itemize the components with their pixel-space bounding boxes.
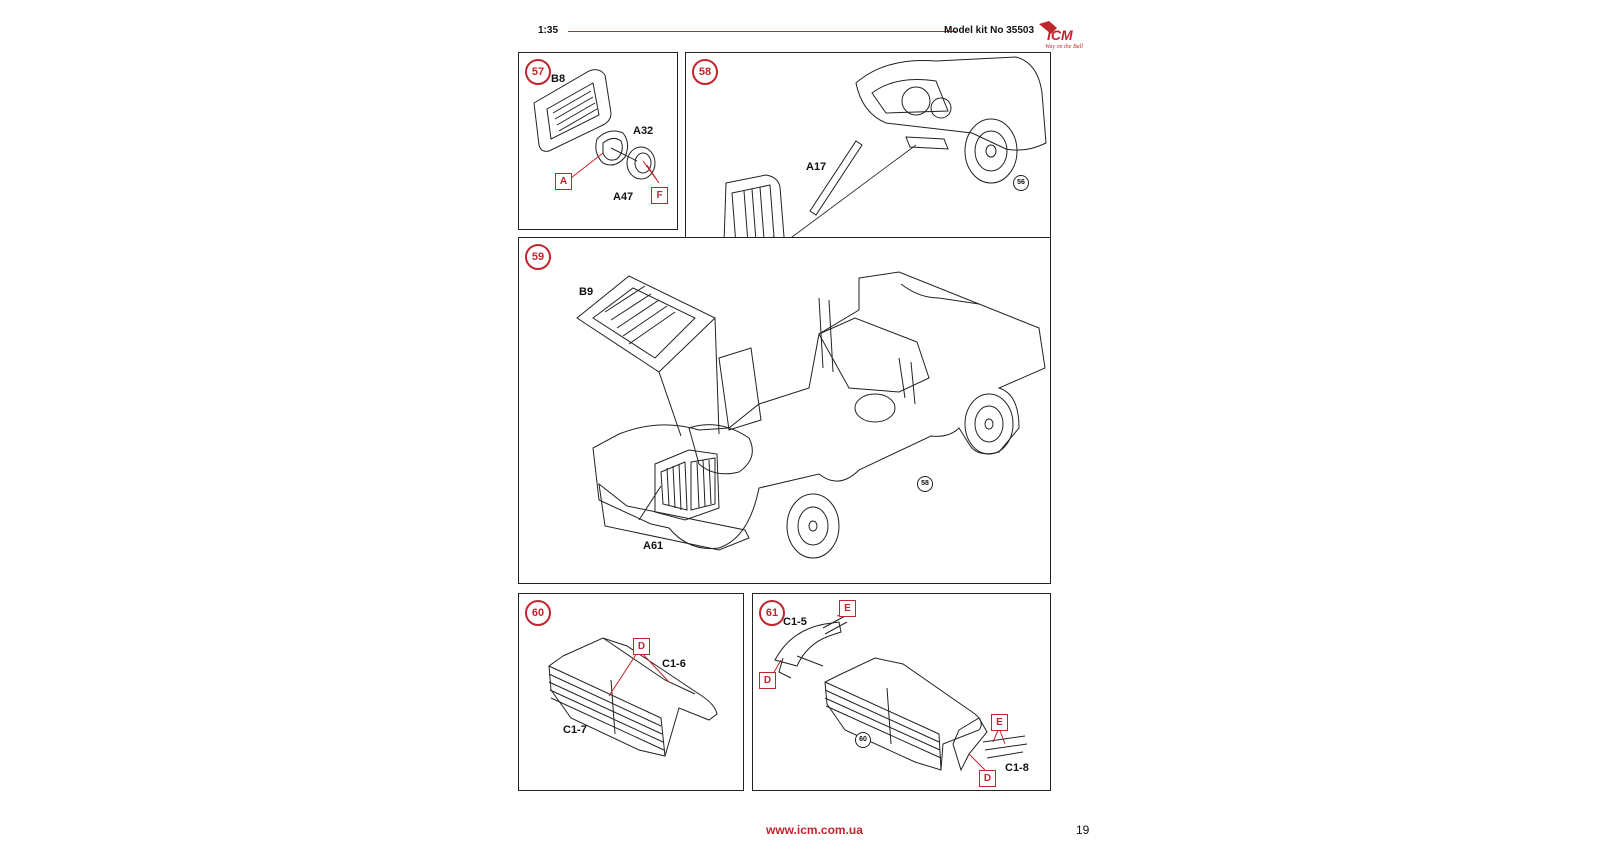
ref-step-56: 56	[1013, 175, 1029, 191]
part-label-b8: B8	[551, 73, 566, 85]
kit-number: Model kit No 35503	[944, 25, 1035, 36]
step-57-panel: 57 B8 A32 A47 A F	[518, 52, 678, 230]
step-58-panel: 58 A17 56 57	[685, 52, 1051, 273]
step-61-panel: 61 C1-5 C1-8 E D E D 60	[752, 593, 1051, 791]
ref-step-60: 60	[855, 732, 871, 748]
step-61-drawing	[772, 613, 1028, 772]
icm-logo: ICM Way on the Ball	[1031, 20, 1091, 50]
step-60-number: 60	[525, 600, 551, 626]
step-60-drawing	[548, 637, 718, 757]
part-label-c1-6: C1-6	[662, 658, 686, 670]
svg-text:ICM: ICM	[1047, 27, 1073, 43]
step-60-panel: 60 D C1-6 C1-7	[518, 593, 744, 791]
paint-tag-d: D	[633, 638, 650, 655]
part-label-c1-5: C1-5	[783, 616, 807, 628]
step-57-drawing	[533, 69, 660, 184]
step-59-drawing	[576, 271, 1046, 559]
part-label-a61: A61	[643, 540, 664, 552]
step-57-number: 57	[525, 59, 551, 85]
paint-tag-e-top: E	[839, 600, 856, 617]
step-59-panel: 59 B9 A61 58	[518, 237, 1051, 584]
part-label-b9: B9	[579, 286, 594, 298]
paint-tag-d-left: D	[759, 672, 776, 689]
instruction-page: 1:35 Model kit No 35503 ICM Way on the B…	[518, 0, 1103, 850]
paint-tag-a: A	[555, 173, 572, 190]
part-label-a17: A17	[806, 161, 827, 173]
scale-label: 1:35	[538, 25, 559, 36]
part-label-c1-8: C1-8	[1005, 762, 1029, 774]
part-label-c1-7: C1-7	[563, 724, 587, 736]
paint-tag-e-right: E	[991, 714, 1008, 731]
svg-text:Way on the Ball: Way on the Ball	[1045, 44, 1083, 50]
paint-tag-d-right: D	[979, 770, 996, 787]
step-58-number: 58	[692, 59, 718, 85]
part-label-a47: A47	[613, 191, 634, 203]
step-61-number: 61	[759, 600, 785, 626]
step-59-number: 59	[525, 244, 551, 270]
page-number: 19	[1076, 823, 1090, 837]
paint-tag-f: F	[651, 187, 668, 204]
header-rule	[568, 31, 956, 32]
part-label-a32: A32	[633, 125, 654, 137]
ref-step-58: 58	[917, 476, 933, 492]
footer-url[interactable]: www.icm.com.ua	[766, 823, 863, 837]
